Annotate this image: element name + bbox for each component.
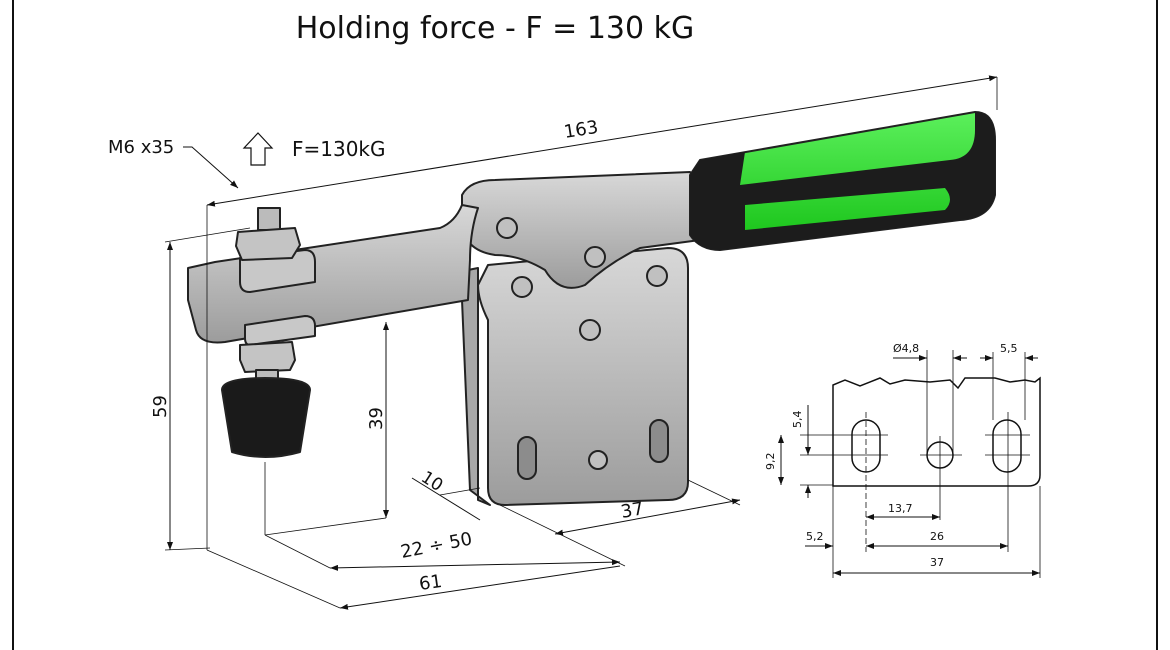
plate-outline [832,376,1041,487]
dim-arm-height: 39 [366,407,387,430]
pivot-pins [496,217,668,470]
arm-lower-bracket [244,315,316,346]
dim-plate-width: 37 [930,556,944,569]
dim-hole-spacing: 13,7 [888,502,913,515]
dim-slot-length: 5,4 [791,411,804,429]
dim-slot-width: 5,5 [1000,342,1018,355]
dim-hole-height: 9,2 [764,453,777,471]
force-arrow-icon [242,132,274,166]
dim-edge-offset: 5,2 [806,530,824,543]
dim-base-width: 37 [619,498,645,523]
clamp-arm [187,204,479,344]
lower-nut [239,341,296,373]
spindle-top [257,207,281,231]
dim-hole-diameter: Ø4,8 [893,342,919,355]
dim-overall-length: 163 [562,117,599,143]
base-slots [517,419,669,480]
toggle-clamp [187,111,996,506]
dim-spindle-reach: 61 [418,571,444,595]
right-slot [992,419,1022,473]
upper-nut [235,227,301,261]
base-hole-detail: Ø4,8 5,5 5,4 9,2 13,7 26 5,2 37 [764,342,1041,578]
thread-label: M6 x35 [108,137,174,158]
drawing-title: Holding force - F = 130 kG [296,11,695,46]
arm-upper-bracket [239,249,316,293]
dim-overall-height: 59 [150,395,171,418]
rubber-tip [221,377,311,458]
dim-slot-spacing: 26 [930,530,944,543]
dim-base-offset: 10 [417,467,446,496]
dim-spindle-range: 22 ÷ 50 [399,528,474,562]
force-label: F=130kG [292,137,386,161]
